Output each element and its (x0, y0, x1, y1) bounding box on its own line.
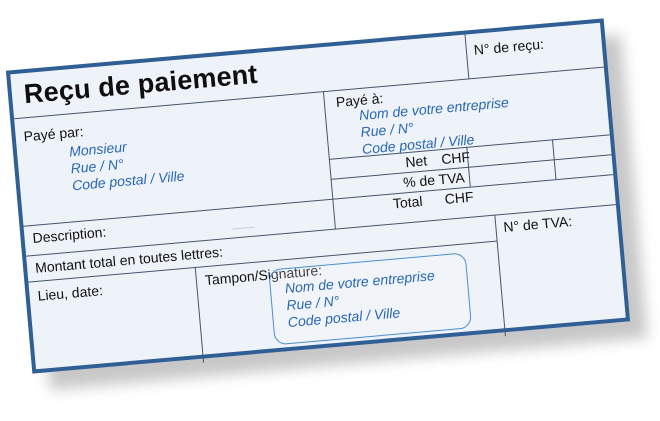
vat-percent-label: % de TVA (402, 169, 466, 191)
vat-number-label: N° de TVA: (502, 212, 573, 235)
total-currency: CHF (444, 188, 475, 207)
description-top-line (23, 198, 333, 227)
paid-by-label: Payé par: (22, 123, 85, 145)
receipt-number-divider (464, 34, 470, 79)
amount-box-middle-line (330, 154, 612, 180)
stamp-line-1: Nom de votre entreprise (284, 267, 436, 297)
signature-divider (194, 266, 205, 363)
net-currency: CHF (440, 148, 471, 168)
receipt-title: Reçu de paiement (22, 58, 259, 110)
total-label: Total (392, 192, 424, 212)
description-faint-line (232, 226, 255, 230)
company-stamp: Nom de votre entreprise Rue / N° Code po… (268, 252, 473, 346)
payment-receipt-card: N° de reçu: Reçu de paiement Payé par: M… (5, 18, 631, 374)
place-date-label: Lieu, date: (36, 282, 104, 304)
description-label: Description: (31, 223, 107, 247)
receipt-number-label: N° de reçu: (473, 35, 545, 58)
net-label: Net (404, 152, 428, 171)
